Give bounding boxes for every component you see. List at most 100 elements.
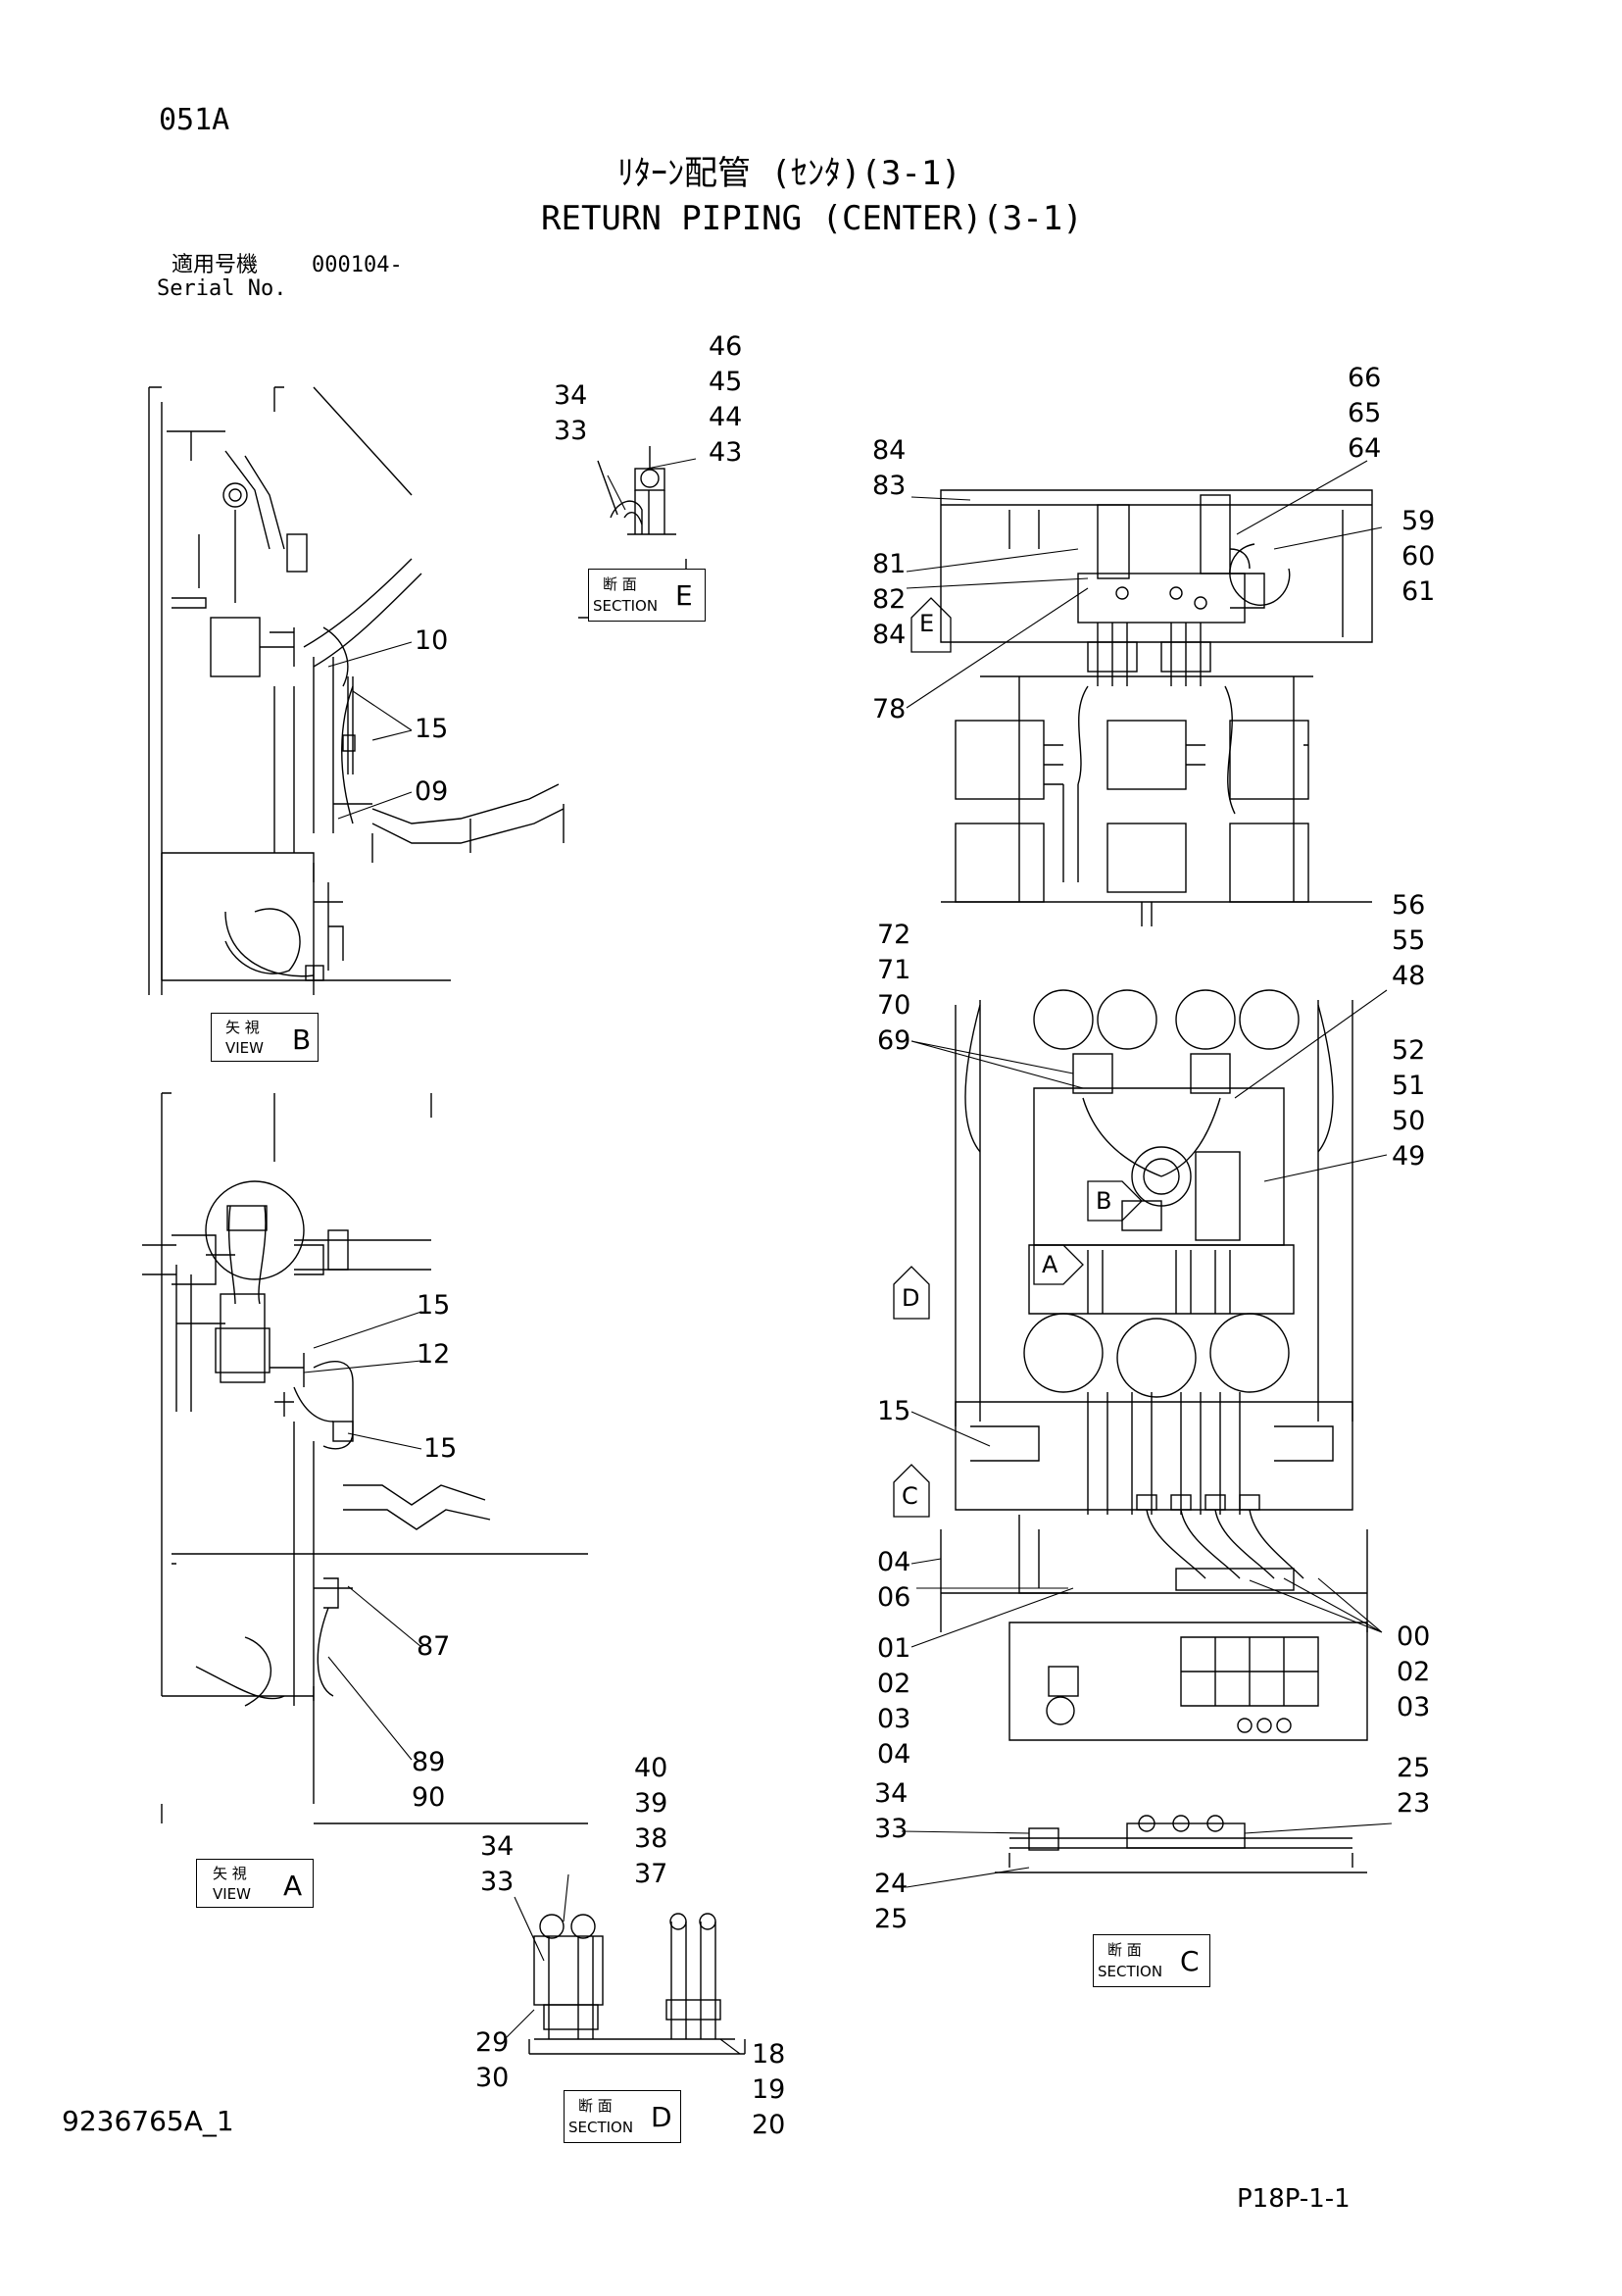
callout-25: 25 bbox=[874, 1904, 909, 1934]
middle-right-plan-drawing bbox=[940, 989, 1368, 1741]
leader-lines bbox=[303, 458, 1393, 2055]
section-c-jp: 断 面 bbox=[1107, 1941, 1142, 1959]
callout-40: 40 bbox=[634, 1753, 668, 1783]
arrow-marker-b: B bbox=[1096, 1187, 1112, 1215]
title-japanese: ﾘﾀｰﾝ配管 (ｾﾝﾀ)(3-1) bbox=[617, 154, 961, 193]
callout-34: 34 bbox=[874, 1778, 909, 1809]
callout-00: 00 bbox=[1397, 1622, 1431, 1652]
callout-78: 78 bbox=[872, 694, 907, 724]
callout-61: 61 bbox=[1401, 576, 1436, 607]
callout-52: 52 bbox=[1392, 1035, 1426, 1066]
arrow-marker-d: D bbox=[902, 1284, 920, 1312]
callout-03: 03 bbox=[877, 1704, 911, 1734]
callout-33: 33 bbox=[874, 1814, 909, 1844]
section-c-en: SECTION bbox=[1098, 1963, 1163, 1980]
section-e-letter: E bbox=[675, 579, 693, 612]
callout-44: 44 bbox=[709, 402, 743, 432]
callout-82: 82 bbox=[872, 584, 907, 615]
view-a-en: VIEW bbox=[213, 1885, 251, 1903]
callout-15: 15 bbox=[877, 1396, 911, 1426]
section-d-en: SECTION bbox=[568, 2119, 634, 2136]
title-english: RETURN PIPING (CENTER)(3-1) bbox=[541, 199, 1083, 238]
view-b-jp: 矢 視 bbox=[225, 1019, 260, 1036]
callout-33: 33 bbox=[554, 416, 588, 446]
section-e-jp: 断 面 bbox=[603, 575, 637, 593]
callout-59: 59 bbox=[1401, 506, 1436, 536]
view-b-drawing bbox=[148, 386, 565, 995]
callout-87: 87 bbox=[417, 1631, 451, 1662]
section-e-en: SECTION bbox=[593, 597, 659, 615]
callout-51: 51 bbox=[1392, 1071, 1426, 1101]
callout-34: 34 bbox=[554, 380, 588, 411]
section-c-drawing bbox=[995, 1815, 1367, 1873]
view-b-label: 矢 視 VIEW B bbox=[211, 1013, 319, 1062]
callout-69: 69 bbox=[877, 1025, 911, 1056]
callout-60: 60 bbox=[1401, 541, 1436, 572]
callout-18: 18 bbox=[752, 2039, 786, 2070]
arrow-marker-a: A bbox=[1042, 1251, 1058, 1278]
callout-15: 15 bbox=[423, 1433, 458, 1464]
callout-43: 43 bbox=[709, 437, 743, 468]
callout-81: 81 bbox=[872, 549, 907, 579]
callout-72: 72 bbox=[877, 920, 911, 950]
callout-39: 39 bbox=[634, 1788, 668, 1819]
callout-70: 70 bbox=[877, 990, 911, 1021]
callout-66: 66 bbox=[1348, 363, 1382, 393]
page-code: 051A bbox=[159, 103, 230, 137]
callout-49: 49 bbox=[1392, 1141, 1426, 1172]
callout-37: 37 bbox=[634, 1859, 668, 1889]
callout-34: 34 bbox=[480, 1831, 515, 1862]
callout-33: 33 bbox=[480, 1867, 515, 1897]
callout-12: 12 bbox=[417, 1339, 451, 1370]
callout-90: 90 bbox=[412, 1782, 446, 1813]
callout-65: 65 bbox=[1348, 398, 1382, 428]
callout-89: 89 bbox=[412, 1747, 446, 1777]
arrow-marker-c: C bbox=[902, 1482, 918, 1510]
callout-01: 01 bbox=[877, 1633, 911, 1664]
section-d-drawing bbox=[528, 1913, 746, 2055]
view-a-letter: A bbox=[283, 1870, 303, 1902]
section-d-letter: D bbox=[651, 2101, 672, 2133]
callout-24: 24 bbox=[874, 1869, 909, 1899]
callout-25: 25 bbox=[1397, 1753, 1431, 1783]
view-b-letter: B bbox=[292, 1023, 312, 1056]
callout-15: 15 bbox=[415, 714, 449, 744]
callout-84: 84 bbox=[872, 435, 907, 466]
page-reference: P18P-1-1 bbox=[1237, 2184, 1351, 2214]
arrow-marker-e: E bbox=[919, 610, 935, 637]
callout-23: 23 bbox=[1397, 1788, 1431, 1819]
callout-04: 04 bbox=[877, 1547, 911, 1577]
arrow-marker-shapes bbox=[893, 597, 1143, 1518]
callout-64: 64 bbox=[1348, 433, 1382, 464]
section-d-label: 断 面 SECTION D bbox=[564, 2090, 681, 2143]
callout-83: 83 bbox=[872, 471, 907, 501]
callout-71: 71 bbox=[877, 955, 911, 985]
callout-02: 02 bbox=[1397, 1657, 1431, 1687]
section-c-letter: C bbox=[1180, 1945, 1200, 1977]
callout-06: 06 bbox=[877, 1582, 911, 1613]
serial-label-japanese: 適用号機 bbox=[172, 253, 259, 277]
document-number: 9236765A_1 bbox=[62, 2105, 234, 2137]
callout-15: 15 bbox=[417, 1290, 451, 1321]
callout-04: 04 bbox=[877, 1739, 911, 1770]
section-e-label: 断 面 SECTION E bbox=[588, 569, 706, 622]
callout-09: 09 bbox=[415, 776, 449, 807]
callout-38: 38 bbox=[634, 1823, 668, 1854]
callout-46: 46 bbox=[709, 331, 743, 362]
view-a-jp: 矢 視 bbox=[213, 1865, 247, 1882]
callout-19: 19 bbox=[752, 2074, 786, 2105]
view-b-en: VIEW bbox=[225, 1039, 264, 1057]
callout-45: 45 bbox=[709, 367, 743, 397]
view-a-drawing bbox=[142, 1092, 588, 1824]
callout-48: 48 bbox=[1392, 961, 1426, 991]
view-a-label: 矢 視 VIEW A bbox=[196, 1859, 314, 1908]
callout-55: 55 bbox=[1392, 925, 1426, 956]
callout-10: 10 bbox=[415, 625, 449, 656]
serial-value: 000104- bbox=[312, 253, 403, 277]
top-right-assembly-drawing bbox=[940, 489, 1373, 926]
callout-50: 50 bbox=[1392, 1106, 1426, 1136]
callout-03: 03 bbox=[1397, 1692, 1431, 1722]
section-d-jp: 断 面 bbox=[578, 2097, 613, 2115]
section-c-label: 断 面 SECTION C bbox=[1093, 1934, 1210, 1987]
